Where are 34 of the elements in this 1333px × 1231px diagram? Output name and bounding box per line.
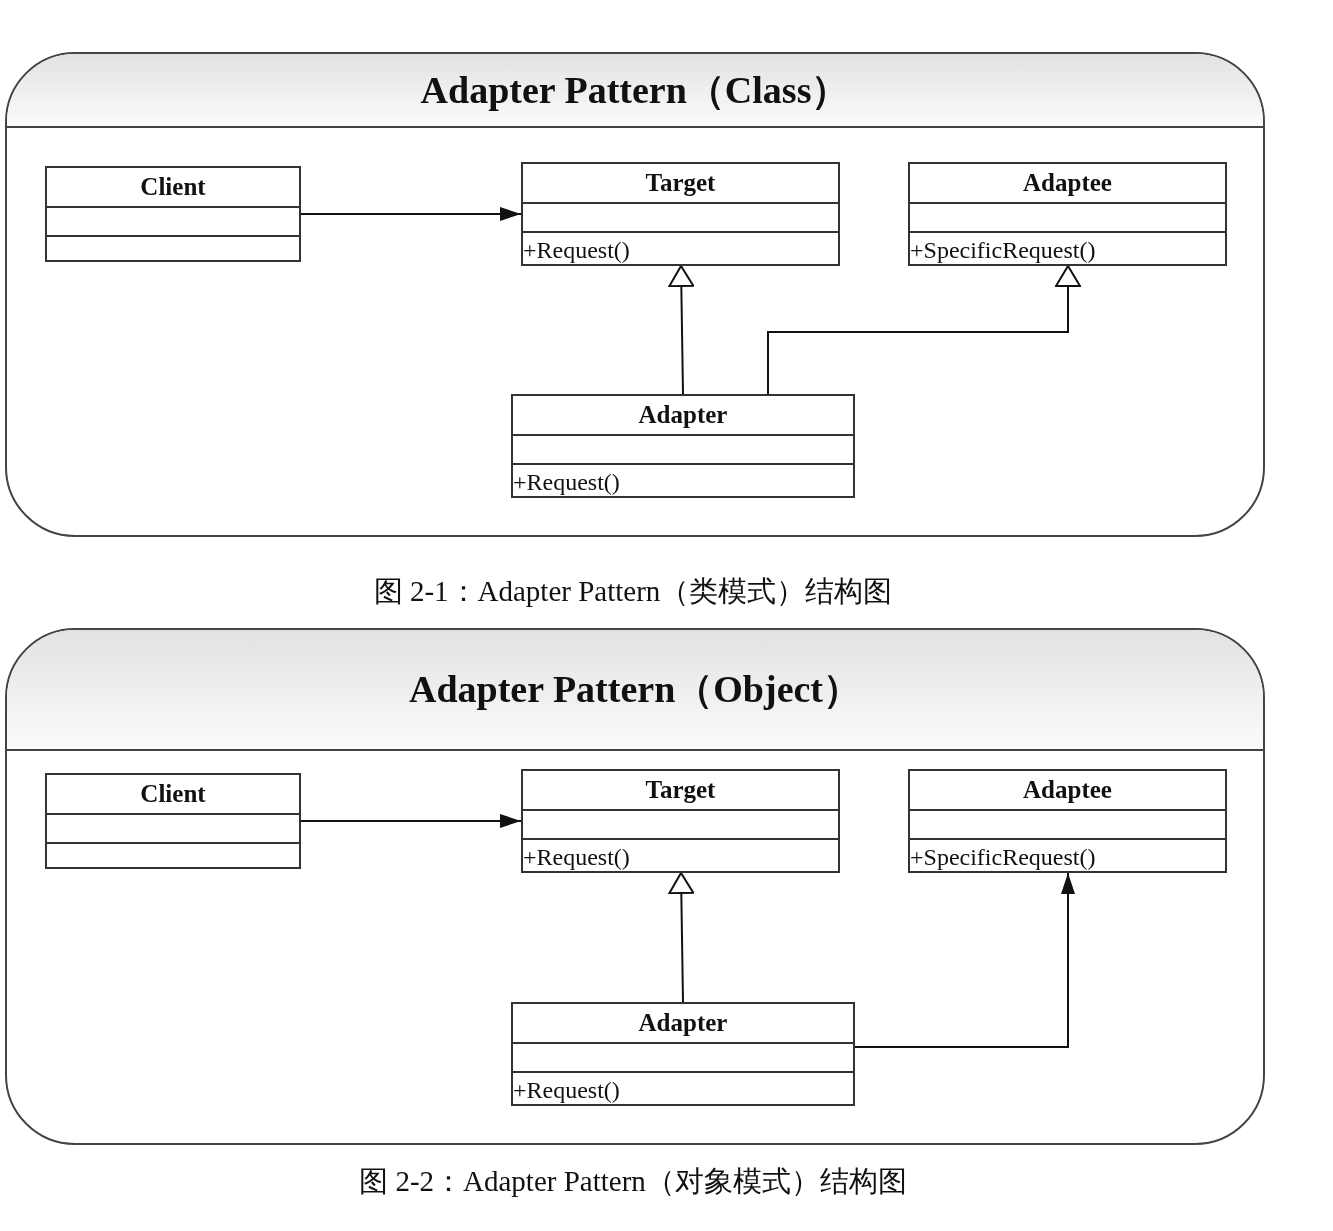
- class-box: [511, 394, 855, 498]
- class-name: Client: [140, 173, 206, 201]
- generalization-arrow: [668, 872, 695, 1003]
- panel-header: Adapter Pattern（Class）: [7, 54, 1263, 128]
- figure-caption: 图 2-2：Adapter Pattern（对象模式）结构图: [359, 1164, 907, 1199]
- class-name: Adaptee: [1023, 776, 1112, 804]
- class-box: [45, 773, 301, 869]
- class-name: Adaptee: [1023, 169, 1112, 197]
- class-box: [521, 769, 840, 873]
- class-name: Target: [645, 169, 716, 197]
- method-label: +SpecificRequest(): [910, 237, 1096, 264]
- class-box: [45, 166, 301, 262]
- generalization-arrow: [767, 265, 1081, 395]
- rounded-frame: [5, 628, 1265, 1145]
- class-name: Client: [140, 780, 206, 808]
- generalization-arrow: [668, 265, 695, 395]
- method-label: +Request(): [513, 1077, 620, 1104]
- class-box: [511, 1002, 855, 1106]
- association-arrow: [854, 872, 1075, 1048]
- class-box: [908, 162, 1227, 266]
- class-box: [521, 162, 840, 266]
- panel-header: Adapter Pattern（Object）: [7, 630, 1263, 751]
- method-label: +Request(): [513, 469, 620, 496]
- method-label: +Request(): [523, 237, 630, 264]
- class-name: Target: [645, 776, 716, 804]
- figure-caption: 图 2-1：Adapter Pattern（类模式）结构图: [373, 574, 893, 609]
- class-name: Adapter: [638, 401, 728, 429]
- rounded-frame: [5, 52, 1265, 537]
- association-arrow: [300, 207, 522, 221]
- class-box: [908, 769, 1227, 873]
- method-label: +Request(): [523, 844, 630, 871]
- method-label: +SpecificRequest(): [910, 844, 1096, 871]
- class-name: Adapter: [638, 1009, 728, 1037]
- association-arrow: [300, 814, 522, 828]
